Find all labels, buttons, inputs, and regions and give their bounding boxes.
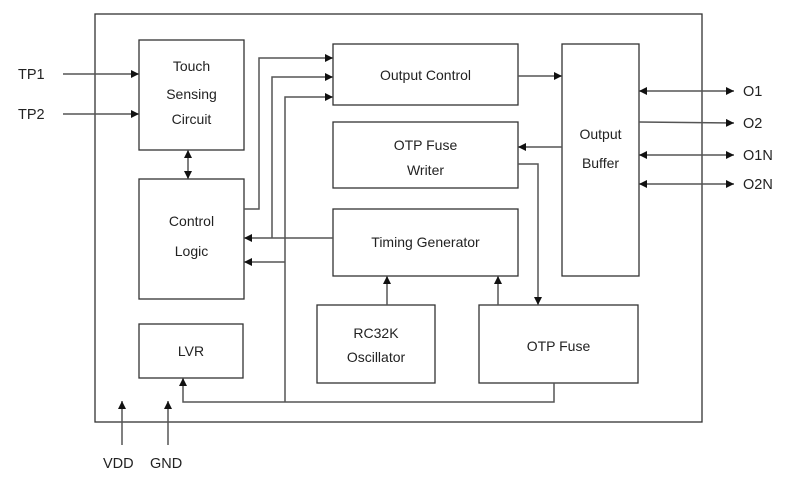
pin-tp2-label: TP2 xyxy=(18,107,45,123)
otp-fuse-writer-block: OTP Fuse Writer xyxy=(332,121,519,189)
control-to-output-control-wire-1 xyxy=(244,54,333,210)
pin-gnd-label: GND xyxy=(150,456,182,472)
chip-outline xyxy=(94,13,703,423)
timing-generator-block: Timing Generator xyxy=(332,208,519,277)
lvr-label: LVR xyxy=(178,343,204,359)
rc32k-oscillator-label-2: Oscillator xyxy=(347,349,406,365)
lvr-block: LVR xyxy=(138,323,244,379)
pin-vdd-label: VDD xyxy=(103,456,134,472)
control-logic-label-2: Logic xyxy=(175,243,208,259)
rc32k-oscillator-block: RC32K Oscillator xyxy=(316,304,436,384)
bottom-bus-to-lvr-wire xyxy=(179,378,555,403)
control-to-output-control-wire-2 xyxy=(271,73,333,238)
output-buffer-label-2: Buffer xyxy=(582,155,619,171)
otp-fuse-writer-label-1: OTP Fuse xyxy=(394,137,458,153)
rc32k-oscillator-label-1: RC32K xyxy=(353,325,399,341)
pin-tp1-label: TP1 xyxy=(18,67,45,83)
otp-fuse-writer-label-2: Writer xyxy=(407,162,444,178)
output-buffer-label-1: Output xyxy=(579,126,621,142)
touch-sensing-label-1: Touch xyxy=(173,58,210,74)
otp-fuse-block: OTP Fuse xyxy=(478,304,639,384)
pin-o1n-label: O1N xyxy=(743,148,773,164)
control-logic-label-1: Control xyxy=(169,213,214,229)
pin-o1-label: O1 xyxy=(743,84,762,100)
pin-o2-label: O2 xyxy=(743,116,762,132)
output-buffer-block: Output Buffer xyxy=(561,43,640,277)
output-control-label: Output Control xyxy=(380,67,471,83)
timing-generator-label: Timing Generator xyxy=(371,234,480,250)
control-logic-block: Control Logic xyxy=(138,178,245,300)
touch-sensing-circuit-block: Touch Sensing Circuit xyxy=(138,39,245,151)
pin-o2n-label: O2N xyxy=(743,177,773,193)
control-to-output-control-wire-3 xyxy=(284,93,333,402)
o2-wire xyxy=(638,118,735,127)
writer-to-otp-fuse-wire xyxy=(518,163,542,305)
otp-fuse-label: OTP Fuse xyxy=(527,338,591,354)
touch-sensing-label-3: Circuit xyxy=(172,111,212,127)
output-control-block: Output Control xyxy=(332,43,519,106)
touch-sensing-label-2: Sensing xyxy=(166,86,217,102)
